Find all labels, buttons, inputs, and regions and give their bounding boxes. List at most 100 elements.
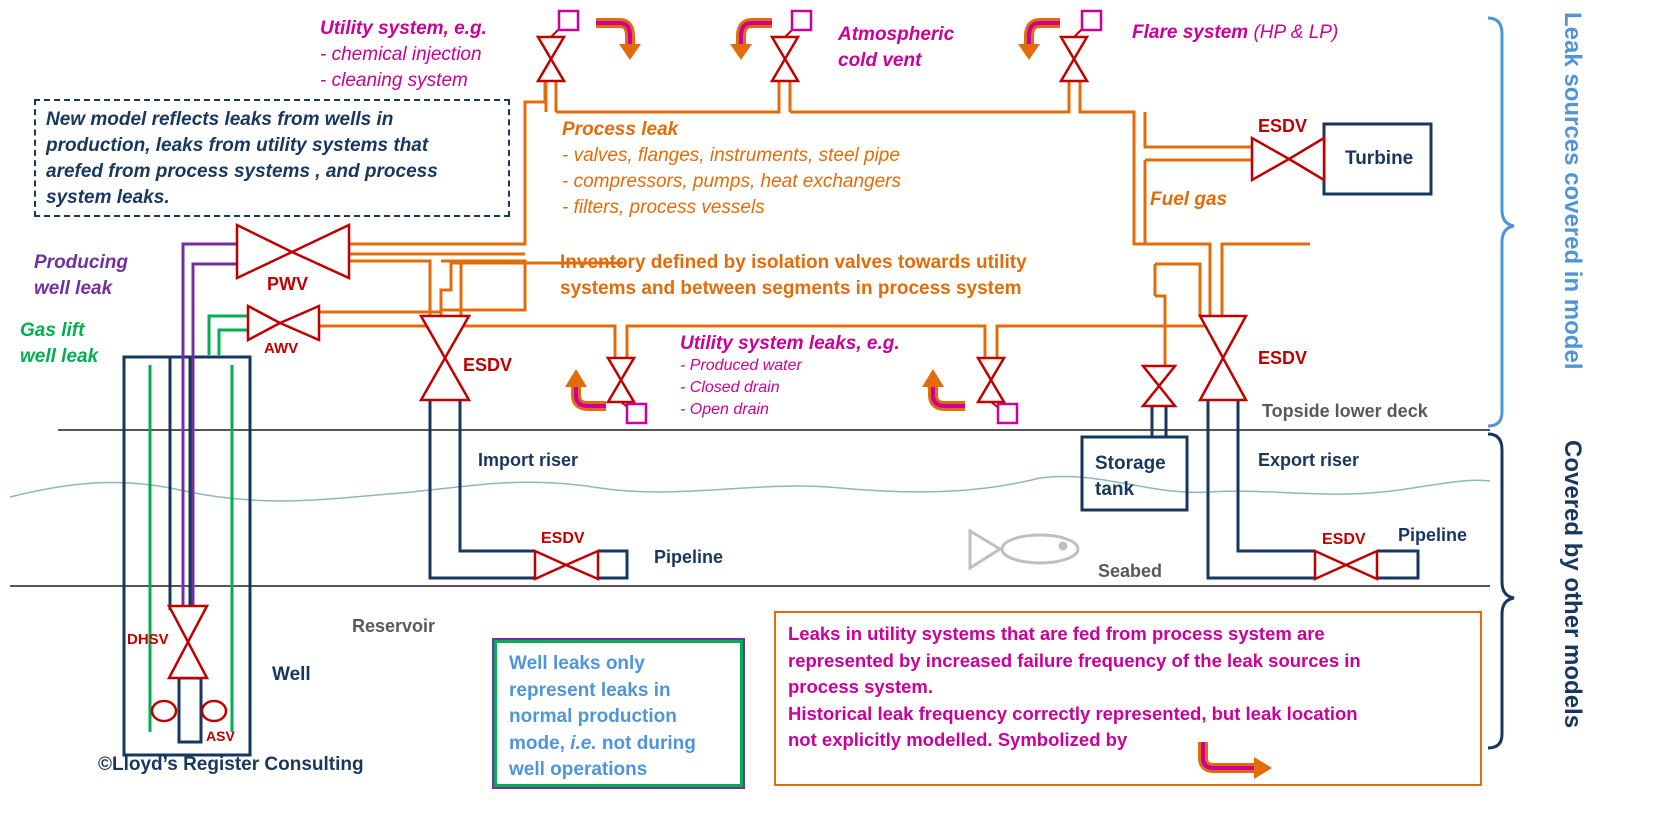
utility-leaks-label: Utility system leaks, e.g. - Produced wa… — [680, 332, 900, 421]
utility-leak-closed-drain: - Closed drain — [680, 379, 780, 396]
gas-lift-leak-line2: well leak — [20, 346, 99, 367]
fish-icon — [968, 528, 1080, 571]
side-label-upper-wrap: Leak sources covered in model — [1548, 12, 1588, 422]
flare-suffix: (HP & LP) — [1253, 22, 1339, 43]
gas-lift-lines — [148, 314, 248, 732]
dhsv-valve — [166, 604, 210, 680]
pipeline-right-label: Pipeline — [1398, 525, 1468, 545]
utility-explain-line1: Leaks in utility systems that are fed fr… — [788, 623, 1325, 644]
pipeline-left-label: Pipeline — [654, 547, 724, 567]
utility-explain-line2: represented by increased failure frequen… — [788, 649, 1361, 671]
copyright-label: ©Lloyd’s Register Consulting — [98, 754, 364, 775]
well-leaks-line3: normal production — [509, 706, 677, 727]
asv-label: ASV — [206, 728, 235, 744]
note-line3: arefed from process systems , and proces… — [46, 161, 438, 182]
well-leaks-line5: well operations — [509, 759, 648, 780]
utility-drain-valve-right — [976, 356, 1019, 425]
gas-lift-leak-line1: Gas lift — [20, 320, 85, 341]
well-leaks-line4-em: i.e. — [570, 732, 597, 754]
storage-tank-line1: Storage — [1095, 453, 1166, 474]
utility-system-label: Utility system, e.g. - chemical injectio… — [320, 16, 487, 94]
gas-lift-leak-label: Gas lift well leak — [20, 318, 98, 370]
fuel-gas-label: Fuel gas — [1150, 189, 1228, 210]
pipeline-esdv-right-valve — [1313, 549, 1379, 581]
pwv-label: PWV — [267, 274, 309, 294]
arrow-symbol-box — [1198, 742, 1272, 779]
producing-well-leak-line1: Producing — [34, 252, 128, 273]
storage-tank-line2: tank — [1095, 479, 1135, 500]
dhsv-label: DHSV — [127, 631, 169, 648]
utility-explain-box: Leaks in utility systems that are fed fr… — [774, 611, 1482, 786]
utility-explain-line5: not explicitly modelled. Symbolized by — [788, 729, 1128, 750]
utility-drain-valve-left — [606, 356, 648, 425]
side-label-upper: Leak sources covered in model — [1559, 12, 1586, 370]
esdv-export-label: ESDV — [1258, 348, 1308, 368]
reservoir-label: Reservoir — [352, 616, 436, 636]
utility-item-chemical: - chemical injection — [320, 44, 482, 65]
well-leaks-line2: represent leaks in — [509, 679, 671, 701]
storage-tank-valve — [1140, 364, 1178, 408]
atmospheric-vent-line2: cold vent — [838, 50, 922, 71]
atmospheric-vent-line1: Atmospheric — [838, 24, 955, 45]
seabed-label: Seabed — [1098, 561, 1163, 581]
utility-leaks-title: Utility system leaks, e.g. — [680, 333, 900, 354]
turbine-esdv-valve — [1250, 135, 1326, 183]
utility-item-cleaning: - cleaning system — [320, 70, 468, 91]
sea-surface — [9, 475, 1491, 502]
atmospheric-vent-label: Atmospheric cold vent — [838, 22, 954, 74]
import-riser-label: Import riser — [478, 450, 579, 470]
well-leaks-line1: Well leaks only — [509, 653, 645, 674]
well-leaks-line4: mode, i.e. not during — [509, 731, 696, 758]
export-riser-label: Export riser — [1258, 450, 1360, 470]
well-leaks-line4-pre: mode, — [509, 732, 571, 754]
producing-well-leak-line2: well leak — [34, 278, 113, 299]
utility-explain-line4: Historical leak frequency correctly repr… — [788, 702, 1358, 724]
esdv-import-label: ESDV — [463, 355, 513, 375]
process-leak-title: Process leak — [562, 119, 679, 140]
awv-valve — [246, 303, 321, 343]
arrow-utility-top — [596, 18, 641, 60]
pwv-valve — [235, 222, 351, 280]
arrow-utility-left — [565, 369, 606, 411]
flare-title: Flare system — [1132, 22, 1249, 43]
brace-upper — [1487, 16, 1515, 428]
process-leak-item-compressors: - compressors, pumps, heat exchangers — [562, 171, 901, 192]
pipeline-esdv-left-valve — [533, 549, 600, 581]
well-label: Well — [272, 664, 311, 685]
riser-piping — [122, 122, 1433, 757]
flare-system-label: Flare system (HP & LP) — [1132, 22, 1338, 44]
esdv-pipeline-right-label: ESDV — [1322, 531, 1366, 548]
well-leaks-box: Well leaks only represent leaks in norma… — [492, 638, 745, 789]
process-leak-item-valves: - valves, flanges, instruments, steel pi… — [562, 145, 900, 166]
import-esdv-valve — [418, 314, 472, 402]
inventory-line2: systems and between segments in process … — [560, 278, 1022, 299]
utility-leak-open-drain: - Open drain — [680, 401, 769, 418]
utility-explain-line3: process system. — [788, 676, 934, 697]
well-leaks-line4-post: not during — [596, 732, 696, 754]
arrow-flare — [1018, 18, 1060, 60]
asv-packers — [150, 699, 228, 723]
producing-well-leak-label: Producing well leak — [34, 250, 128, 302]
inventory-line1: Inventory defined by isolation valves to… — [560, 252, 1027, 273]
new-model-note: New model reflects leaks from wells in p… — [34, 99, 510, 217]
arrow-vent — [730, 18, 772, 60]
vent-valve — [770, 9, 813, 83]
storage-tank-label: Storage tank — [1095, 451, 1166, 503]
topside-lower-deck-label: Topside lower deck — [1262, 401, 1428, 421]
note-line2: production, leaks from utility systems t… — [46, 135, 429, 156]
brace-lower — [1487, 432, 1515, 750]
producing-well-tubing — [181, 242, 237, 606]
side-label-lower: Covered by other models — [1559, 440, 1586, 729]
flare-valve — [1059, 9, 1103, 83]
note-line1: New model reflects leaks from wells in — [46, 109, 394, 130]
process-leak-label: Process leak - valves, flanges, instrume… — [562, 117, 901, 221]
side-label-lower-wrap: Covered by other models — [1548, 440, 1588, 760]
note-line4: system leaks. — [46, 187, 170, 208]
turbine-label: Turbine — [1345, 148, 1414, 169]
esdv-turbine-label: ESDV — [1258, 116, 1308, 136]
export-esdv-valve — [1197, 314, 1249, 402]
utility-chemical-valve — [536, 9, 580, 83]
utility-system-title: Utility system, e.g. — [320, 18, 487, 39]
awv-label: AWV — [264, 340, 299, 357]
